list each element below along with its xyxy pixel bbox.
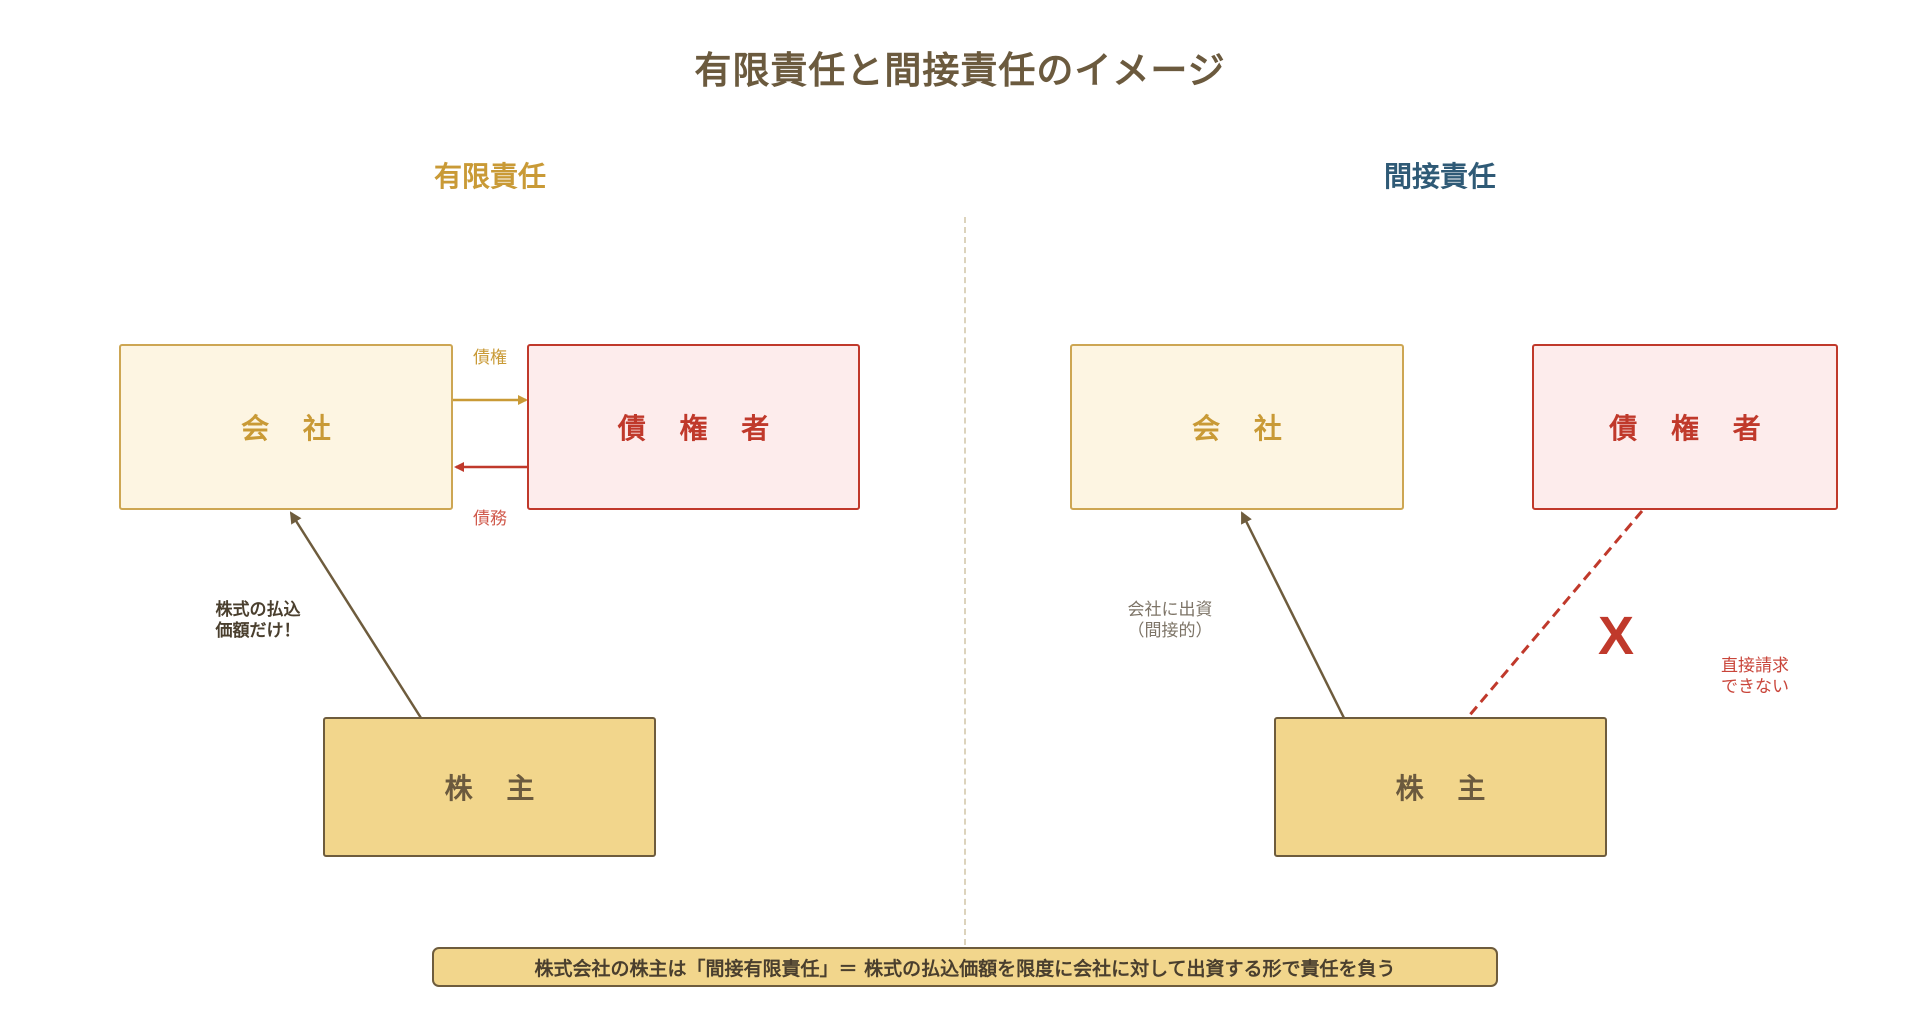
diagram-title: 有限責任と間接責任のイメージ	[694, 49, 1226, 92]
center-divider	[964, 217, 966, 945]
summary-banner: 株式会社の株主は「間接有限責任」＝ 株式の払込価額を限度に会社に対して出資する形…	[432, 947, 1498, 987]
no-direct-claim-label: 直接請求 できない	[1721, 656, 1789, 697]
cross-mark: X	[1598, 606, 1635, 666]
creditor-box-left: 債 権 者	[527, 344, 860, 510]
section-title-indirect-liability: 間接責任	[1383, 160, 1496, 193]
payment-label: 株式の払込 価額だけ！	[215, 600, 301, 641]
shareholder-box-left: 株 主	[323, 717, 656, 857]
summary-text: 株式会社の株主は「間接有限責任」＝ 株式の払込価額を限度に会社に対して出資する形…	[534, 957, 1396, 980]
blocked-claim-arrow	[1445, 510, 1644, 744]
company-box-right: 会 社	[1070, 344, 1404, 510]
shareholder-box-right: 株 主	[1274, 717, 1607, 857]
payment-arrow	[289, 511, 423, 719]
section-title-limited-liability: 有限責任	[433, 160, 546, 193]
creditor-box-right: 債 権 者	[1532, 344, 1838, 510]
investment-arrow	[1240, 511, 1346, 719]
claim-label: 債権	[473, 348, 507, 368]
investment-label: 会社に出資 （間接的）	[1127, 600, 1213, 641]
debt-label: 債務	[473, 509, 507, 529]
company-box-left: 会 社	[119, 344, 453, 510]
